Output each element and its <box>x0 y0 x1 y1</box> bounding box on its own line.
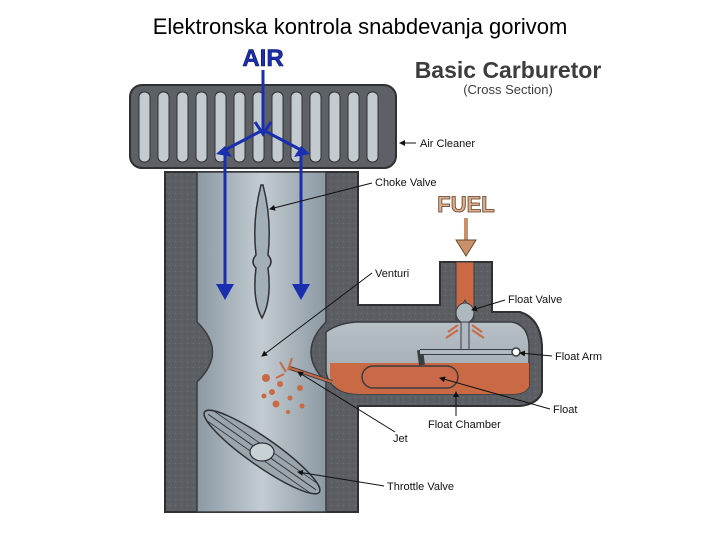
callout-float-chamber: Float Chamber <box>428 419 501 431</box>
callout-throttle-valve: Throttle Valve <box>387 481 454 493</box>
callout-venturi: Venturi <box>375 268 409 280</box>
fuel-label: FUEL <box>437 192 494 217</box>
fuel-flow-arrow <box>456 218 476 256</box>
air-label: AIR <box>242 45 283 72</box>
callout-float: Float <box>553 404 577 416</box>
callout-float-valve: Float Valve <box>508 294 562 306</box>
callout-air-cleaner: Air Cleaner <box>420 138 475 150</box>
diagram-subheading: (Cross Section) <box>463 82 553 97</box>
diagram-heading: Basic Carburetor <box>415 57 602 83</box>
float <box>362 366 458 388</box>
callout-float-arm: Float Arm <box>555 351 602 363</box>
callout-choke-valve: Choke Valve <box>375 177 437 189</box>
callout-jet: Jet <box>393 433 408 445</box>
